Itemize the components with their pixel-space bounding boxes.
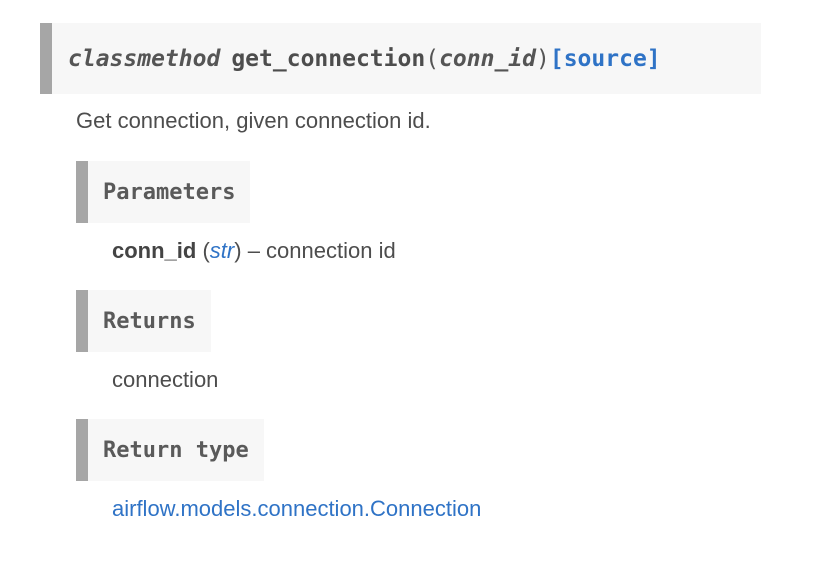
method-name: get_connection bbox=[231, 45, 426, 72]
return-type-link[interactable]: airflow.models.connection.Connection bbox=[112, 496, 482, 521]
signature-param: conn_id bbox=[439, 45, 536, 72]
parameter-dash-description: – connection id bbox=[241, 238, 396, 263]
parameter-entry: conn_id (str) – connection id bbox=[112, 238, 396, 264]
open-paren: ( bbox=[425, 45, 440, 72]
parameter-description: ) bbox=[234, 238, 242, 263]
parameters-heading: Parameters bbox=[76, 161, 251, 223]
parameter-open-paren: ( bbox=[196, 238, 210, 263]
return-type-entry: airflow.models.connection.Connection bbox=[112, 496, 481, 522]
return-type-heading: Return type bbox=[76, 419, 264, 481]
close-paren: ) bbox=[536, 45, 550, 72]
parameter-type-link[interactable]: str bbox=[209, 238, 235, 263]
parameter-name: conn_id bbox=[112, 238, 197, 263]
method-description: Get connection, given connection id. bbox=[76, 108, 431, 133]
method-signature: classmethod get_connection(conn_id)[sourc… bbox=[40, 23, 761, 94]
returns-heading: Returns bbox=[76, 290, 211, 352]
source-link[interactable]: [source] bbox=[549, 45, 661, 72]
returns-value: connection bbox=[112, 367, 219, 392]
classmethod-keyword: classmethod bbox=[68, 45, 221, 72]
